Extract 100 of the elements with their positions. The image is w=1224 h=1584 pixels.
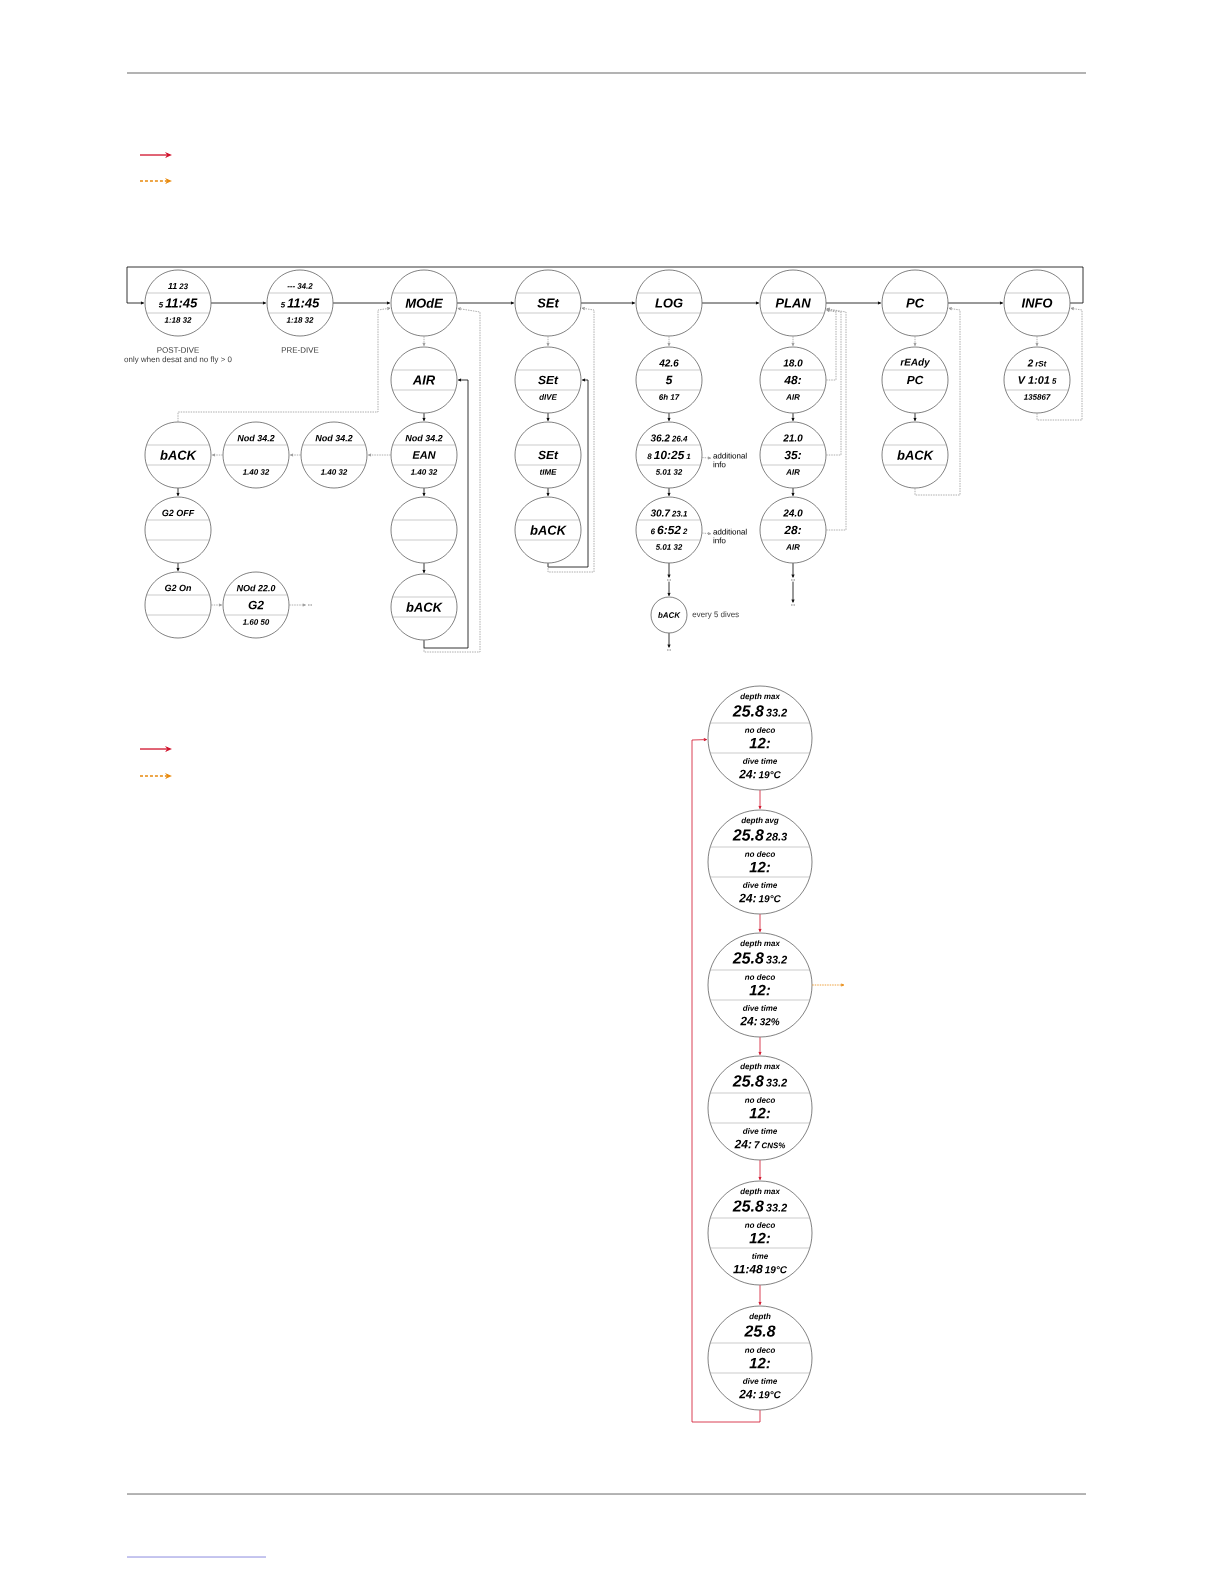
display-reading: 21.0 (783, 434, 803, 442)
display-reading: 24: 32% (740, 1016, 780, 1026)
arrow (913, 335, 917, 347)
arrow (211, 453, 224, 457)
arrow (667, 581, 671, 597)
display-reading: 12: (749, 1232, 771, 1244)
arrow (422, 487, 426, 497)
arrow (289, 453, 302, 457)
arrow (423, 378, 469, 649)
arrow (791, 335, 795, 347)
arrow (210, 301, 267, 305)
arrow (580, 301, 636, 305)
arrow (758, 1159, 762, 1181)
display-reading: SEt (537, 298, 560, 308)
display-reading: Nod 34.2 (237, 434, 275, 442)
display-reading: 25.828.3 (732, 829, 788, 841)
arrow (758, 1036, 762, 1056)
display-reading: INFO (1021, 298, 1053, 308)
display-reading: 12: (749, 1357, 771, 1369)
display-reading: AIR (412, 375, 436, 385)
display-reading: LOG (655, 298, 683, 308)
display-reading: 25.8 (744, 1325, 776, 1337)
display-reading: rEAdy (900, 358, 931, 368)
arrow (667, 487, 671, 497)
arrow (825, 309, 837, 381)
lcd-display (390, 496, 458, 564)
display-reading: NOd 22.0 (236, 584, 276, 592)
display-reading: 35: (784, 450, 802, 460)
arrow (791, 581, 795, 603)
arrow (547, 378, 589, 568)
display-reading: 24: 19°C (739, 1389, 781, 1399)
arrow (288, 603, 306, 607)
arrow (367, 453, 392, 457)
display-reading: G2 (248, 600, 264, 610)
arrow (791, 487, 795, 497)
arrow (546, 487, 550, 497)
arrow (422, 335, 426, 347)
arrow (126, 266, 1084, 305)
arrow (758, 1284, 762, 1306)
arrow (701, 301, 760, 305)
display-reading: G2 On (165, 584, 192, 592)
arrow (456, 301, 515, 305)
arrow (667, 632, 671, 648)
arrow (176, 487, 180, 497)
arrow (691, 738, 761, 1423)
arrow (332, 301, 391, 305)
arrow (667, 562, 671, 578)
arrow (913, 412, 917, 422)
arrow (176, 562, 180, 572)
arrow (547, 307, 595, 573)
display-reading: bACK (160, 450, 197, 460)
arrow (758, 913, 762, 933)
display-reading: bACK (530, 525, 567, 535)
display-reading: MOdE (405, 298, 444, 308)
arrow (546, 335, 550, 347)
arrow (791, 412, 795, 422)
arrow (791, 562, 795, 578)
display-reading: 28: (784, 525, 802, 535)
display-reading: 5 (665, 375, 673, 385)
arrow (914, 307, 961, 496)
arrow (825, 307, 847, 531)
arrow (701, 532, 712, 536)
display-reading: 25.833.2 (732, 1075, 788, 1087)
arrow (1035, 335, 1039, 347)
display-reading: 25.833.2 (732, 1200, 788, 1212)
display-reading: PC (906, 298, 925, 308)
display-reading: Nod 34.2 (405, 434, 443, 442)
display-reading: EAN (412, 451, 436, 459)
display-reading: bACK (406, 602, 443, 612)
display-reading: 18.0 (783, 359, 803, 367)
display-reading: 12: (749, 861, 771, 873)
arrow (1036, 307, 1083, 421)
arrow (546, 412, 550, 422)
display-reading: bACK (897, 450, 934, 460)
display-reading: 25.833.2 (732, 705, 788, 717)
arrow (667, 335, 671, 347)
display-reading: SEt (538, 450, 559, 460)
arrow (667, 412, 671, 422)
display-reading: 25.833.2 (732, 952, 788, 964)
display-reading: 12: (749, 1107, 771, 1119)
display-reading: PC (906, 375, 924, 385)
arrow (811, 983, 845, 987)
arrow (423, 307, 481, 653)
display-reading: 42.6 (659, 359, 679, 367)
arrow (177, 307, 391, 423)
arrow (947, 301, 1004, 305)
display-reading: PLAN (775, 298, 811, 308)
arrow (422, 562, 426, 574)
display-reading: 24: 19°C (739, 769, 781, 779)
display-reading: SEt (538, 375, 559, 385)
display-reading: 48: (784, 375, 802, 385)
arrow (758, 789, 762, 810)
display-reading: Nod 34.2 (315, 434, 353, 442)
display-reading: 24.0 (783, 509, 803, 517)
arrow (701, 456, 712, 460)
arrow (422, 412, 426, 422)
display-reading: 12: (749, 737, 771, 749)
display-reading: G2 OFF (162, 509, 195, 517)
arrow (825, 301, 882, 305)
arrow (210, 603, 223, 607)
